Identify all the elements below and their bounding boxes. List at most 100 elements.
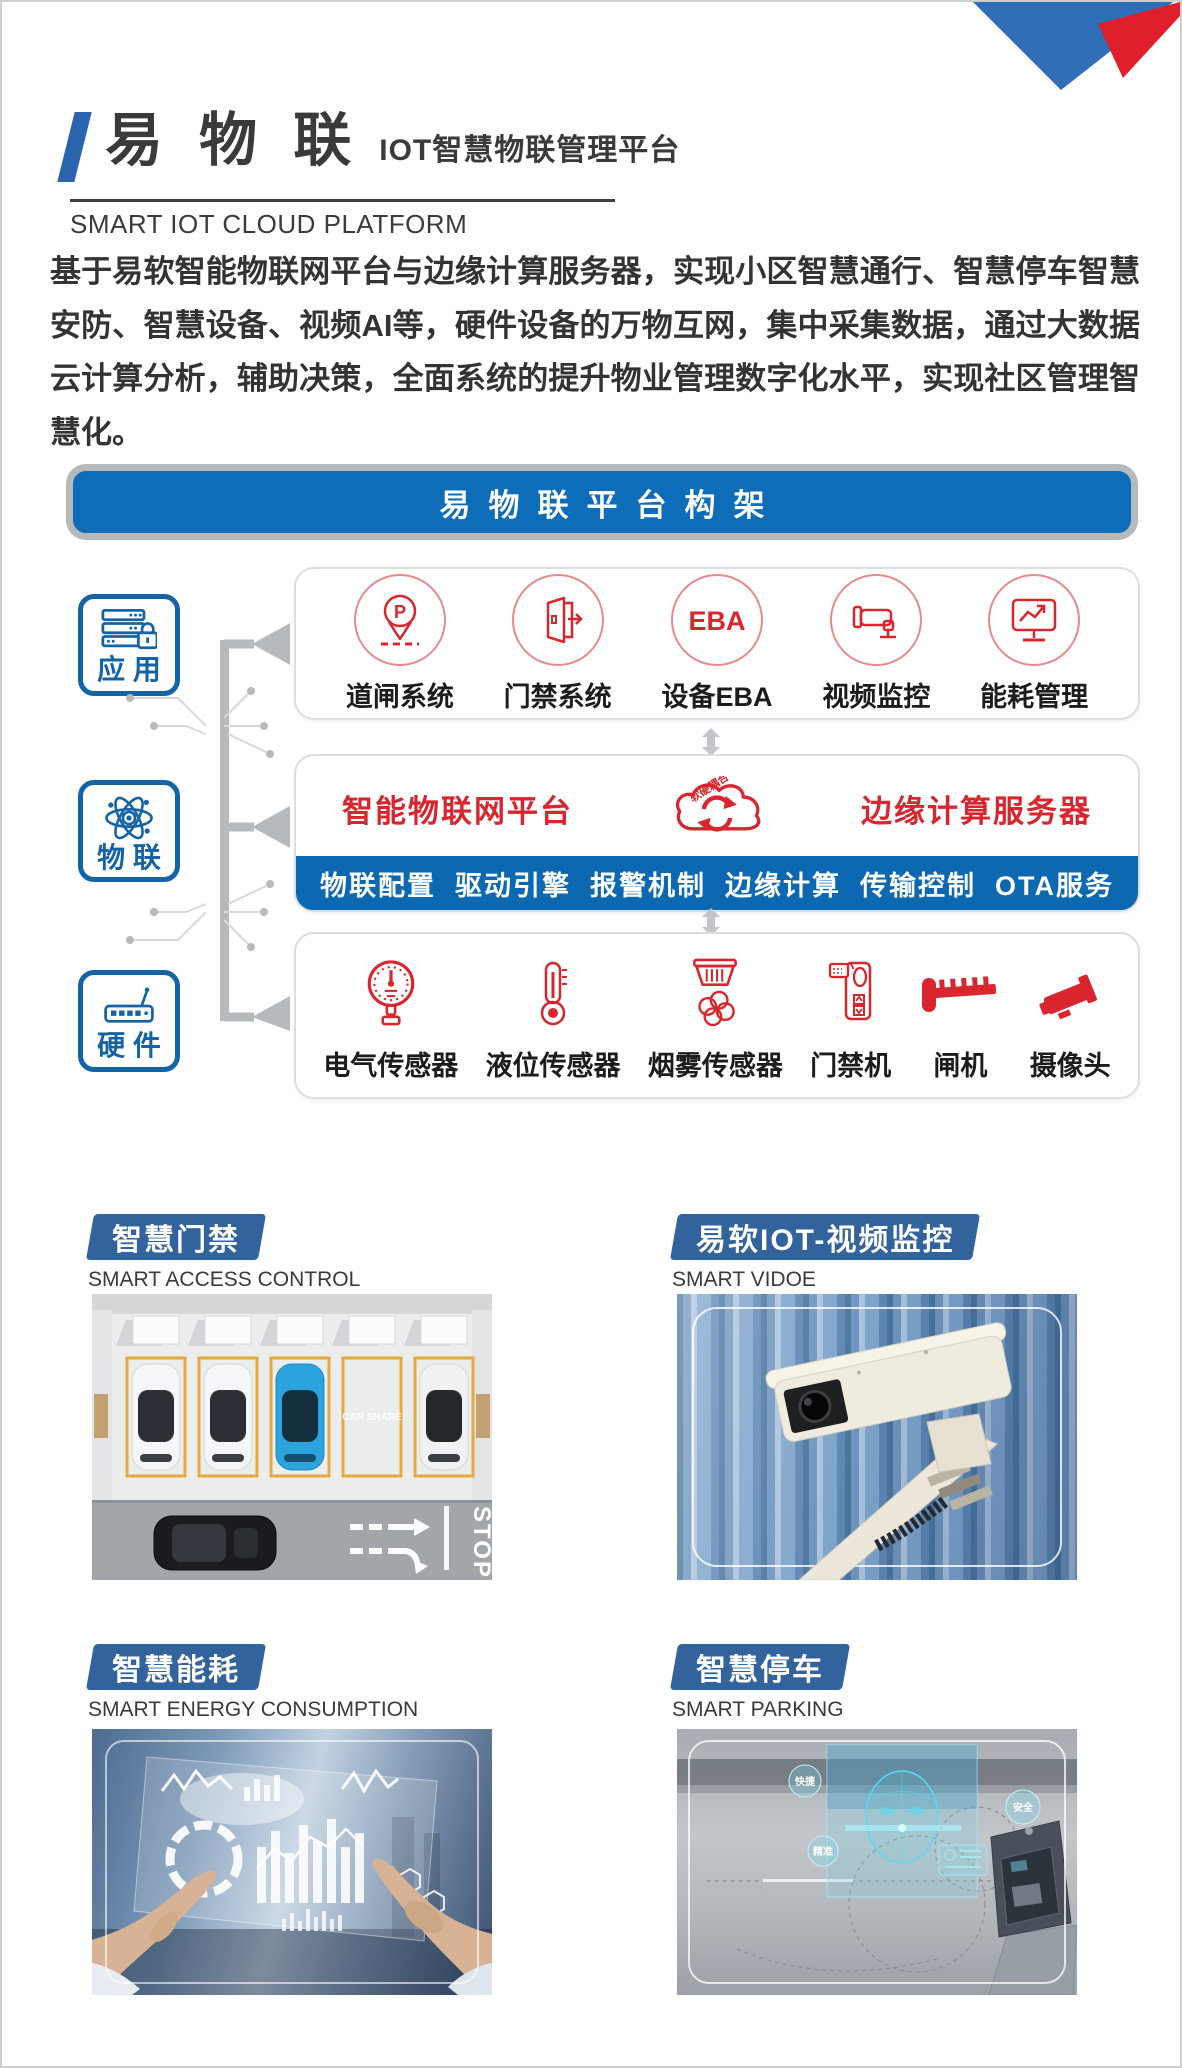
hw-item-label: 门禁机 <box>810 1051 892 1081</box>
gauge-icon <box>367 960 415 1026</box>
updown-arrow-icon <box>702 728 720 756</box>
smoke-detector-icon <box>693 958 738 1027</box>
camera-housing <box>765 1322 1012 1442</box>
hw-item-smoke-sensor: 烟雾传感器 <box>648 934 783 1097</box>
hw-item-barrier: 闸机 <box>918 934 1002 1097</box>
black-car-on-road <box>153 1515 277 1571</box>
feature-badges: 快捷 精准 安全 <box>788 1764 1041 1867</box>
brand-slash-mark <box>57 112 92 182</box>
hw-item-camera: 摄像头 <box>1030 934 1111 1097</box>
left-cuff <box>92 1963 140 1995</box>
atom-icon <box>105 796 153 839</box>
parking-slot-markings <box>125 1356 475 1478</box>
parking-canopies <box>116 1315 468 1346</box>
stop-line <box>444 1506 449 1570</box>
app-item-gate-system: P 道闸系统 <box>345 573 454 714</box>
hw-item-electric-sensor: 电气传感器 <box>323 934 458 1097</box>
app-item-label: 能耗管理 <box>980 681 1089 712</box>
badge-fast: 快捷 <box>794 1775 816 1788</box>
section-subtitle: SMART ACCESS CONTROL <box>88 1268 361 1291</box>
hw-item-label: 液位传感器 <box>485 1051 621 1081</box>
hw-item-level-sensor: 液位传感器 <box>486 934 621 1097</box>
app-item-label: 设备EBA <box>661 681 773 712</box>
iot-platform-title: 智能物联网平台 <box>342 793 573 829</box>
photo-smart-access: CAR SHARE STOP <box>92 1294 492 1580</box>
app-item-label: 视频监控 <box>822 681 931 712</box>
platform-row-panel: 智能物联网平台 软硬耦合 边缘计算服务器 物联配置 驱动引擎 报警机制 边缘计算… <box>294 754 1140 912</box>
stop-marking: STOP <box>468 1506 492 1579</box>
brand-subtitle: SMART IOT CLOUD PLATFORM <box>70 209 468 239</box>
white-car <box>131 1363 181 1471</box>
red-triangle <box>1098 2 1180 78</box>
turnstile-kiosk <box>988 1820 1077 1995</box>
svg-text:EBA: EBA <box>688 606 745 636</box>
eba-badge-icon: EBA <box>670 573 763 666</box>
layer-box-application: 应 用 <box>78 594 180 696</box>
app-item-eba: EBA 设备EBA <box>661 573 773 714</box>
cctv-outline-icon <box>830 573 923 666</box>
section-title: 智慧停车 <box>696 1654 824 1687</box>
layer-label: 物 联 <box>97 842 161 874</box>
router-icon <box>104 987 154 1023</box>
road <box>92 1500 492 1580</box>
layer-label: 应 用 <box>97 653 161 685</box>
hw-item-access-machine: 门禁机 <box>810 934 891 1097</box>
white-car <box>419 1363 469 1471</box>
monitor-chart-icon <box>988 573 1081 666</box>
thermometer-icon <box>540 961 568 1026</box>
svg-text:P: P <box>394 602 406 622</box>
layer-connector <box>220 623 290 1031</box>
energy-dashboard-illustration <box>92 1740 492 1995</box>
edge-server-title: 边缘计算服务器 <box>861 793 1092 829</box>
section-subtitle: SMART PARKING <box>672 1698 844 1721</box>
right-hand <box>372 1858 492 1995</box>
parking-lot-illustration: CAR SHARE STOP <box>92 1294 492 1580</box>
face-hologram <box>826 1744 978 1898</box>
door-open-icon <box>511 573 604 666</box>
camera-bracket <box>926 1413 992 1473</box>
blue-car <box>275 1363 325 1471</box>
cctv-camera-illustration <box>692 1307 1062 1580</box>
badge-precise: 精准 <box>813 1845 833 1858</box>
corner-decoration <box>973 2 1180 90</box>
brand-title: 易 物 联 <box>105 108 362 173</box>
app-item-label: 门禁系统 <box>503 681 612 712</box>
circuit-trace-decoration-bottom <box>126 880 274 951</box>
hw-item-label: 闸机 <box>933 1051 988 1081</box>
platform-services-bar: 物联配置 驱动引擎 报警机制 边缘计算 传输控制 OTA服务 <box>296 856 1138 910</box>
architecture-banner-title: 易物联平台构架 <box>439 487 783 523</box>
left-hand <box>92 1870 217 1995</box>
section-badge-energy: 智慧能耗 <box>85 1644 267 1690</box>
section-title: 智慧门禁 <box>112 1224 240 1257</box>
app-item-access-system: 门禁系统 <box>503 573 612 714</box>
section-badge-parking: 智慧停车 <box>669 1644 851 1690</box>
section-badge-access: 智慧门禁 <box>85 1214 267 1260</box>
camera-solid-icon <box>1039 974 1098 1020</box>
badge-secure: 安全 <box>1013 1801 1034 1814</box>
platform-services-text: 物联配置 驱动引擎 报警机制 边缘计算 传输控制 OTA服务 <box>319 870 1114 901</box>
photo-video-surveillance <box>677 1294 1077 1580</box>
brand-underline <box>70 199 615 202</box>
section-badge-video: 易软IOT-视频监控 <box>669 1214 981 1260</box>
holo-histogram <box>282 1909 342 1931</box>
section-subtitle: SMART ENERGY CONSUMPTION <box>88 1698 419 1721</box>
application-row-panel: P 道闸系统 门禁系统 <box>294 567 1140 720</box>
section-title: 易软IOT-视频监控 <box>696 1224 955 1257</box>
hw-item-label: 电气传感器 <box>323 1051 459 1081</box>
layer-box-hardware: 硬 件 <box>78 970 180 1072</box>
brand-suffix: IOT智慧物联管理平台 <box>379 134 681 167</box>
brand-header: 易 物 联 IOT智慧物联管理平台 <box>57 108 681 182</box>
cloud-sync-icon: 软硬耦合 <box>675 776 761 832</box>
app-item-label: 道闸系统 <box>345 681 454 712</box>
intro-paragraph: 基于易软智能物联网平台与边缘计算服务器，实现小区智慧通行、智慧停车智慧安防、智慧… <box>50 254 1140 450</box>
section-subtitle: SMART VIDOE <box>672 1268 816 1291</box>
hardware-row-panel: 电气传感器 液位传感器 <box>294 932 1140 1099</box>
hw-item-label: 烟雾传感器 <box>647 1051 783 1081</box>
architecture-banner: 易物联平台构架 <box>66 464 1138 540</box>
section-title: 智慧能耗 <box>112 1654 240 1687</box>
circuit-trace-decoration-top <box>126 687 274 758</box>
app-item-energy: 能耗管理 <box>980 573 1089 714</box>
photo-smart-energy <box>92 1729 492 1995</box>
id-card-hologram <box>938 1844 988 1876</box>
